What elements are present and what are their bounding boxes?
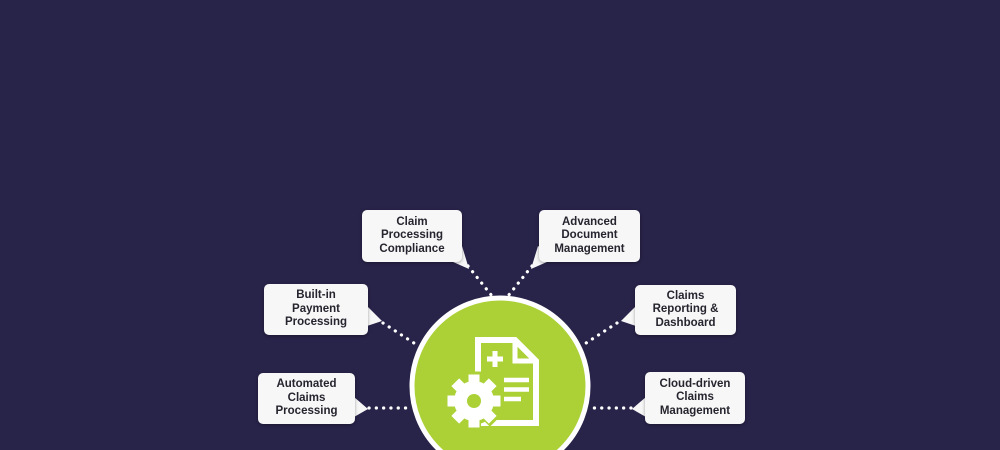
connector-lines [367,264,633,410]
tail-bottom-right [632,397,646,417]
feature-label: Automated Claims Processing [275,378,338,418]
document-fold [512,340,536,364]
tail-bottom-left [354,397,368,417]
document-icon [475,337,539,426]
connector-top-left [466,264,494,298]
connector-top-right [506,264,534,298]
feature-box-cloud-driven-claims-management: Cloud-driven Claims Management [645,372,745,424]
feature-label: Cloud-driven Claims Management [659,377,731,417]
tail-mid-right [621,306,636,326]
feature-label: Built-in Payment Processing [285,289,347,329]
feature-box-claim-processing-compliance: Claim Processing Compliance [362,210,462,262]
tail-mid-left [367,306,382,326]
feature-label: Claims Reporting & Dashboard [652,289,719,329]
feature-box-claims-reporting-dashboard: Claims Reporting & Dashboard [635,285,736,335]
gear-icon [447,374,501,428]
document-gear-icon [444,337,539,431]
document-text-lines [504,377,529,402]
feature-label: Advanced Document Management [554,215,625,255]
connector-mid-left [381,321,419,347]
feature-box-advanced-document-management: Advanced Document Management [539,210,640,262]
plus-icon [487,351,503,367]
gear-center-hole [467,394,481,408]
feature-box-automated-claims-processing: Automated Claims Processing [258,373,355,424]
feature-label: Claim Processing Compliance [379,215,445,255]
connector-mid-right [581,321,619,347]
hub-circle [409,295,591,450]
center-hub [409,295,591,450]
feature-box-built-in-payment-processing: Built-in Payment Processing [264,284,368,335]
